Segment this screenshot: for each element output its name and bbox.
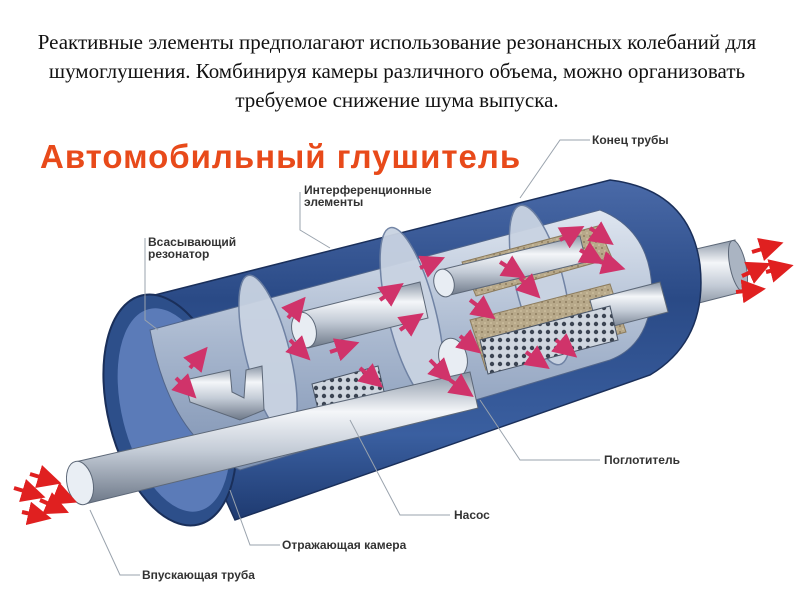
label-suction-resonator: Всасывающий резонатор	[148, 235, 237, 261]
exhaust-arrows	[13, 237, 794, 526]
label-absorber: Поглотитель	[604, 453, 680, 467]
label-pipe-end: Конец трубы	[592, 133, 669, 147]
label-inlet-pipe: Впускающая труба	[142, 568, 255, 582]
label-interference-elements: Интерференционные элементы	[304, 183, 432, 209]
diagram-title: Автомобильный глушитель	[40, 138, 522, 175]
label-pump: Насос	[454, 508, 490, 522]
leader-lines	[89, 139, 600, 576]
flow-arrows	[171, 221, 626, 399]
caption-text: Реактивные элементы предполагают использ…	[37, 30, 757, 112]
label-reflecting-chamber: Отражающая камера	[282, 538, 407, 552]
